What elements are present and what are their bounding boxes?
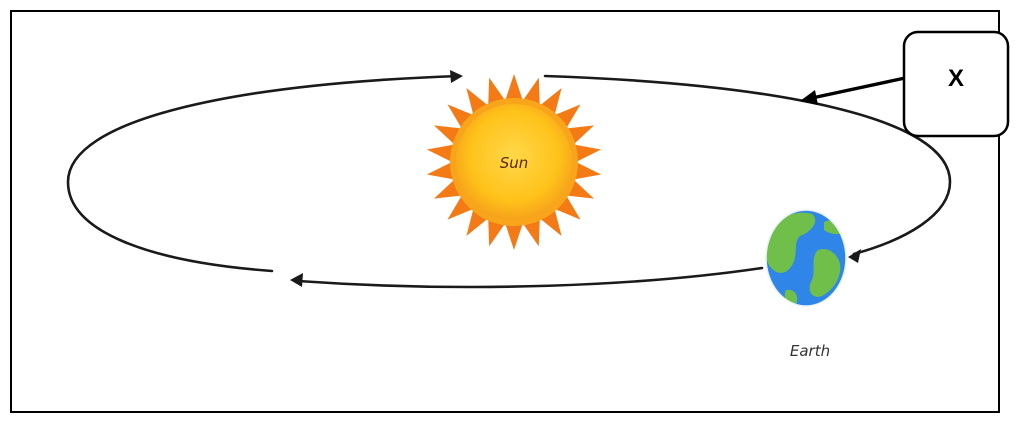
arrowhead-bottom [290, 273, 303, 287]
arrowhead-right [848, 249, 861, 263]
x-marker-box: X [904, 32, 1008, 136]
x-pointer-arrow [800, 78, 905, 105]
sun-icon: Sun [427, 74, 601, 250]
sun-label: Sun [500, 154, 529, 172]
earth-icon [765, 210, 846, 306]
arrowhead-top [450, 70, 463, 83]
orbit-arc-right [545, 76, 950, 254]
earth-label: Earth [790, 342, 830, 360]
x-marker-label: X [948, 65, 964, 92]
orbit-arc-left [68, 76, 460, 271]
orbit-arc-bottom [298, 268, 762, 287]
